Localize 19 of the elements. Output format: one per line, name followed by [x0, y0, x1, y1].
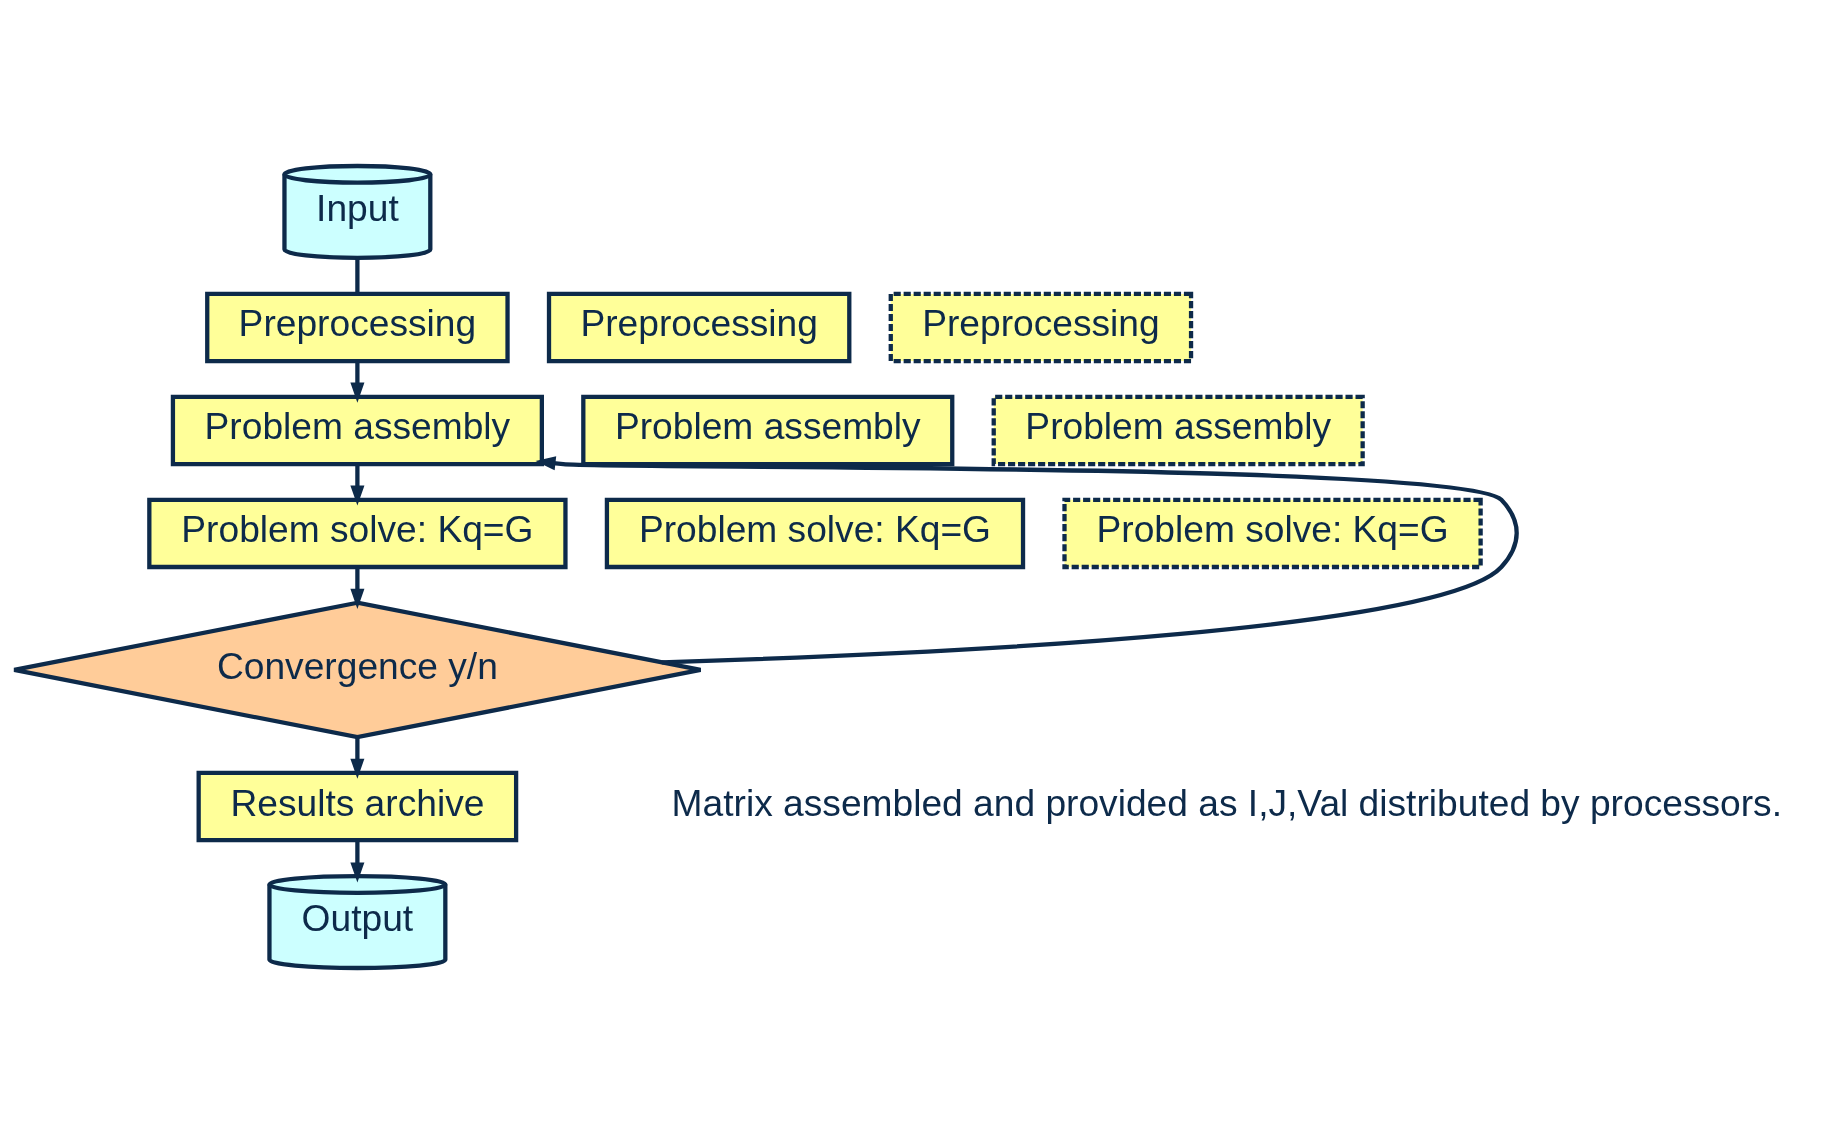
node-box: Problem solve: Kq=G — [604, 497, 1026, 569]
arrow — [350, 360, 365, 403]
node-box: Preprocessing — [888, 291, 1194, 363]
node-box: Problem assembly — [991, 394, 1365, 466]
arrow — [350, 566, 365, 609]
arrow — [350, 840, 365, 882]
node-box: Problem solve: Kq=G — [1062, 497, 1483, 569]
arrow — [535, 455, 1519, 664]
node-box: Preprocessing — [546, 291, 852, 363]
node-diamond: Convergence y/n — [12, 600, 703, 739]
node-box: Problem solve: Kq=G — [147, 497, 568, 569]
node-box: Problem assembly — [170, 394, 544, 466]
label: Matrix assembled and provided as I,J,Val distributed by processors. — [671, 781, 1782, 824]
arrow — [350, 463, 365, 506]
node-box: Problem assembly — [581, 394, 955, 466]
connector — [355, 257, 360, 293]
node-box: Results archive — [196, 770, 519, 842]
arrow — [350, 736, 365, 779]
node-box: Preprocessing — [205, 291, 510, 363]
